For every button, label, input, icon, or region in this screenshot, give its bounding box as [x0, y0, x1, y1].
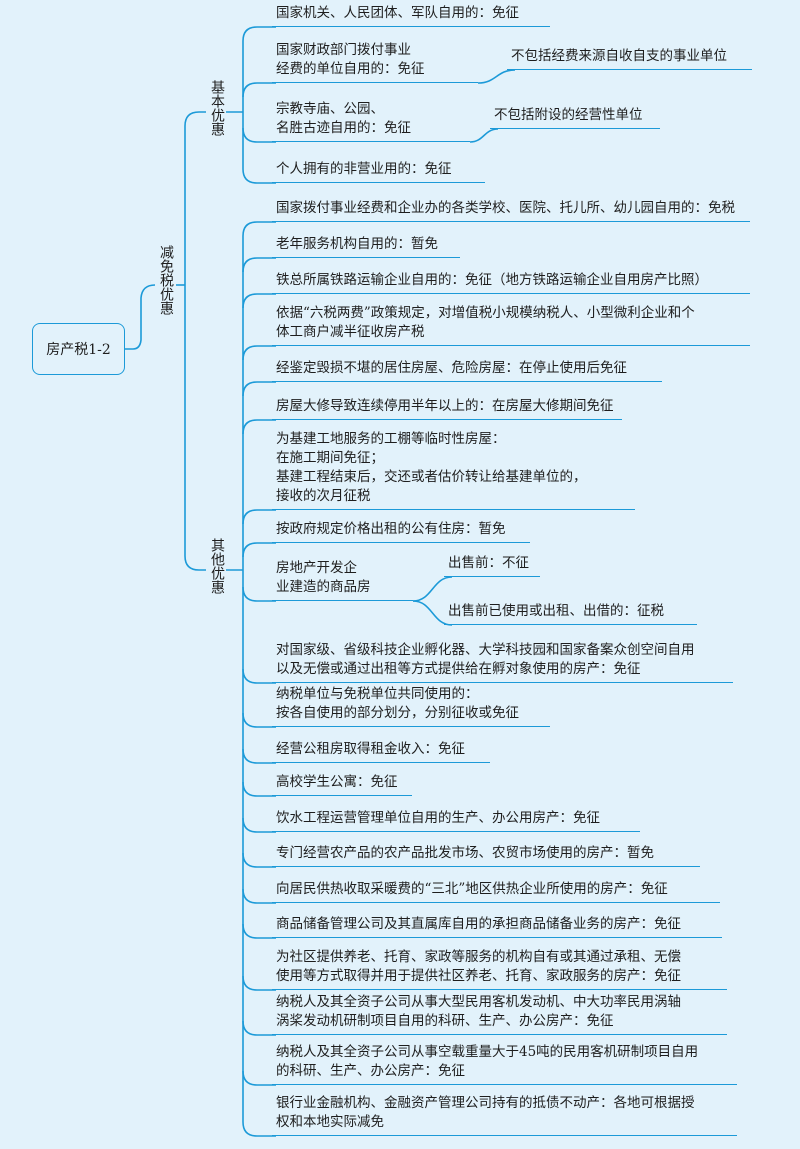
other-item[interactable]: 按政府规定价格出租的公有住房：暂免 [272, 520, 530, 543]
other-item[interactable]: 经营公租房取得租金收入：免征 [272, 740, 490, 763]
other-item[interactable]: 为社区提供养老、托育、家政等服务的机构自有或其通过承租、无偿 使用等方式取得并用… [272, 948, 727, 990]
basic-item-note[interactable]: 不包括附设的经营性单位 [490, 106, 660, 129]
sub-connector [412, 576, 453, 602]
branch-connector [242, 509, 276, 525]
branch-connector [242, 586, 276, 602]
branch-connector [242, 817, 276, 833]
branch-connector [242, 1121, 276, 1137]
root-node[interactable]: 房产税1-2 [32, 323, 125, 375]
branch-connector [242, 923, 276, 939]
root-label: 房产税1-2 [46, 342, 111, 358]
node-basic-relief[interactable]: 基本优惠 [209, 80, 225, 136]
note-connector [469, 128, 499, 143]
branch-connector [242, 257, 276, 273]
branch-connector [242, 852, 276, 868]
other-item[interactable]: 经鉴定毁损不堪的居住房屋、危险房屋：在停止使用后免征 [272, 359, 662, 382]
other-item[interactable]: 房屋大修导致连续停用半年以上的：在房屋大修期间免征 [272, 397, 622, 420]
other-item[interactable]: 纳税人及其全资子公司从事大型民用客机发动机、中大功率民用涡轴 涡桨发动机研制项目… [272, 993, 727, 1035]
other-item[interactable]: 银行业金融机构、金融资产管理公司持有的抵债不动产：各地可根据授 权和本地实际减免 [272, 1094, 737, 1136]
basic-item[interactable]: 个人拥有的非营业用的：免征 [272, 160, 485, 183]
other-item[interactable]: 饮水工程运营管理单位自用的生产、办公用房产：免征 [272, 809, 640, 832]
other-item[interactable]: 房地产开发企 业建造的商品房 [272, 559, 413, 601]
basic-item[interactable]: 国家机关、人民团体、军队自用的：免征 [272, 4, 550, 27]
other-item[interactable]: 向居民供热收取采暖费的“三北”地区供热企业所使用的房产：免征 [272, 880, 720, 903]
other-item[interactable]: 铁总所属铁路运输企业自用的：免征（地方铁路运输企业自用房产比照） [272, 271, 750, 294]
branch-connector [242, 975, 276, 991]
node-tax-relief[interactable]: 减免税优惠 [158, 245, 174, 315]
other-item[interactable]: 为基建工地服务的工棚等临时性房屋： 在施工期间免征； 基建工程结束后，交还或者估… [272, 430, 635, 510]
branch-connector [242, 82, 276, 98]
branch-connector [242, 668, 276, 684]
branch-connector [242, 221, 276, 237]
branch-connector [242, 712, 276, 728]
basic-connector [184, 111, 206, 127]
other-item[interactable]: 依据“六税两费”政策规定，对增值税小规模纳税人、小型微利企业和个 体工商户减半征… [272, 304, 750, 346]
branch-connector [242, 26, 276, 42]
branch-connector [242, 381, 276, 397]
other-item[interactable]: 高校学生公寓：免征 [272, 773, 412, 796]
other-item[interactable]: 商品储备管理公司及其直属库自用的承担商品储备业务的房产：免征 [272, 915, 722, 938]
branch-connector [242, 1020, 276, 1036]
other-item[interactable]: 专门经营农产品的农产品批发市场、农贸市场使用的房产：暂免 [272, 844, 700, 867]
note-connector [477, 69, 516, 84]
branch-connector [242, 345, 276, 361]
other-item-sub[interactable]: 出售前：不征 [444, 554, 540, 577]
other-item[interactable]: 国家拨付事业经费和企业办的各类学校、医院、托儿所、幼儿园自用的：免税 [272, 199, 750, 222]
root-connector [125, 284, 156, 350]
branch-connector [242, 888, 276, 904]
basic-item[interactable]: 国家财政部门拨付事业 经费的单位自用的：免征 [272, 41, 478, 83]
other-item[interactable]: 纳税人及其全资子公司从事空载重量大于45吨的民用客机研制项目自用 的科研、生产、… [272, 1043, 737, 1085]
branch-connector [242, 748, 276, 764]
other-item-sub[interactable]: 出售前已使用或出租、出借的：征税 [444, 602, 697, 625]
basic-item-note[interactable]: 不包括经费来源自收自支的事业单位 [507, 47, 752, 70]
branch-connector [242, 419, 276, 435]
branch-connector [242, 781, 276, 797]
node-other-relief[interactable]: 其他优惠 [209, 538, 225, 594]
basic-item[interactable]: 宗教寺庙、公园、 名胜古迹自用的：免征 [272, 100, 470, 142]
branch-connector [242, 127, 276, 143]
branch-connector [242, 542, 276, 558]
branch-connector [242, 1070, 276, 1086]
other-item[interactable]: 纳税单位与免税单位共同使用的： 按各自使用的部分划分，分别征收或免征 [272, 685, 550, 727]
other-item[interactable]: 老年服务机构自用的：暂免 [272, 235, 460, 258]
other-item[interactable]: 对国家级、省级科技企业孵化器、大学科技园和国家备案众创空间自用 以及无偿或通过出… [272, 641, 733, 683]
other-connector [184, 555, 206, 571]
branch-connector [242, 168, 276, 184]
branch-connector [242, 293, 276, 309]
